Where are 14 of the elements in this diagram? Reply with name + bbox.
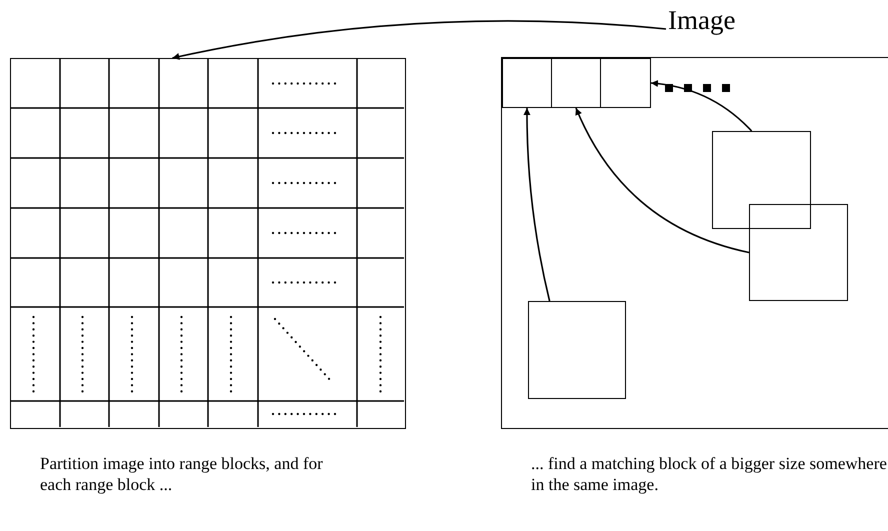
domain-block [749,204,848,301]
range-block [502,58,552,108]
leader-arrow [172,20,666,60]
curved-arrow [524,108,550,302]
domain-block [712,131,811,229]
curved-arrow [575,108,750,254]
image-label: Image [666,5,738,35]
caption: ... find a matching block of a bigger size somewhere in the same image. [531,453,888,495]
image-frame [501,57,888,429]
domain-block [528,301,626,399]
range-block [551,58,601,108]
range-block [600,58,651,108]
curved-arrow [650,80,752,132]
caption: Partition image into range blocks, and for each range block ... [40,453,324,495]
